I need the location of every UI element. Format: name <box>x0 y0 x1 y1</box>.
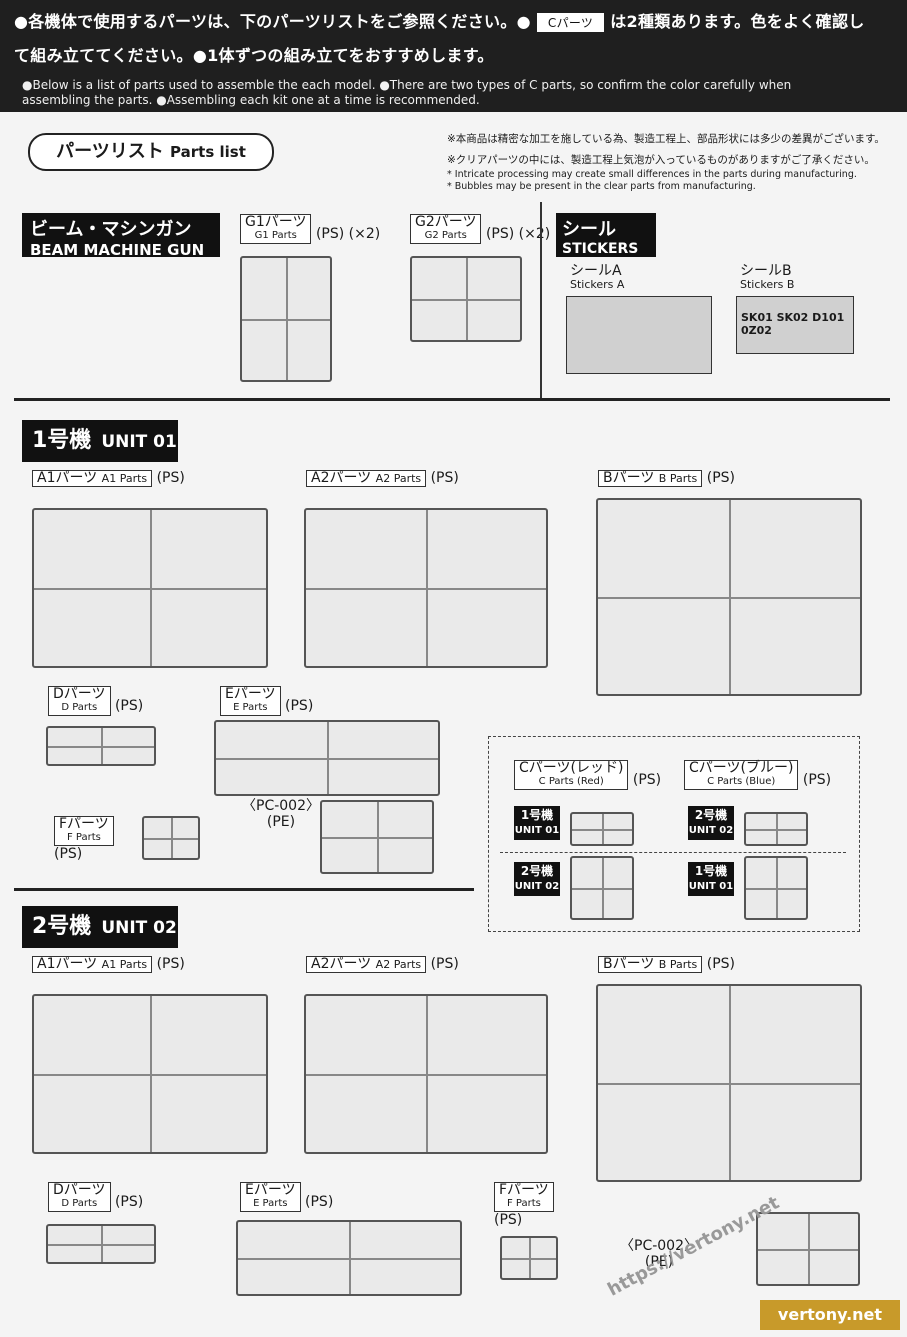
unit01-b-sprue <box>596 498 862 696</box>
unit02-a1-label: A1パーツ A1 Parts (PS) <box>32 956 185 973</box>
note-jp-1: ※本商品は精密な加工を施している為、製造工程上、部品形状には多少の差異がございま… <box>447 133 885 145</box>
unit02-a2-sprue <box>304 994 548 1154</box>
unit02-e-sprue <box>236 1220 462 1296</box>
sticker-a-label: シールA Stickers A <box>570 263 625 291</box>
parts-list-title: パーツリスト Parts list <box>28 133 274 171</box>
section-divider <box>540 202 542 398</box>
c-blue-sprue-top <box>744 812 808 846</box>
unit02-a2-label: A2パーツ A2 Parts (PS) <box>306 956 459 973</box>
unit02-pc-sprue <box>756 1212 860 1286</box>
separator-mid <box>14 888 474 891</box>
note-en-1: * Intricate processing may create small … <box>447 169 857 180</box>
unit01-d-sprue <box>46 726 156 766</box>
unit01-f-sprue <box>142 816 200 860</box>
unit02-f-sprue <box>500 1236 558 1280</box>
sticker-a-sheet <box>566 296 712 374</box>
header-jp-line1: ●各機体で使用するパーツは、下のパーツリストをご参照ください。●Cパーツは2種類… <box>14 12 865 32</box>
sticker-b-label: シールB Stickers B <box>740 263 795 291</box>
unit01-pc-sprue <box>320 800 434 874</box>
c-parts-badge: Cパーツ <box>536 13 605 32</box>
instruction-header: ●各機体で使用するパーツは、下のパーツリストをご参照ください。●Cパーツは2種類… <box>0 0 907 112</box>
unit02-b-label: Bパーツ B Parts (PS) <box>598 956 735 973</box>
c-parts-box-divider <box>500 852 846 853</box>
unit01-a1-label: A1パーツ A1 Parts (PS) <box>32 470 185 487</box>
c-parts-red-label: Cパーツ(レッド)C Parts (Red) (PS) <box>514 760 661 790</box>
c-blue-sprue-bottom <box>744 856 808 920</box>
c-parts-box <box>488 736 860 932</box>
unit01-a2-sprue <box>304 508 548 668</box>
note-en-2: * Bubbles may be present in the clear pa… <box>447 181 756 192</box>
separator-top <box>14 398 890 401</box>
header-en-line2: assembling the parts. ●Assembling each k… <box>22 93 480 107</box>
watermark-logo: vertony.net <box>760 1300 900 1330</box>
unit01-pc-label: 〈PC-002〉 (PE) <box>242 798 320 830</box>
header-en-line1: ●Below is a list of parts used to assemb… <box>22 78 792 92</box>
g2-sprue-diagram <box>410 256 522 342</box>
header-jp-line2: て組み立ててください。●1体ずつの組み立てをおすすめします。 <box>14 46 494 65</box>
unit01-e-sprue <box>214 720 440 796</box>
c-red-sprue-bottom <box>570 856 634 920</box>
unit01-a1-sprue <box>32 508 268 668</box>
unit02-pc-label: 〈PC-002〉 (PE) <box>620 1238 698 1270</box>
c-parts-blue-label: Cパーツ(ブルー)C Parts (Blue) (PS) <box>684 760 831 790</box>
note-jp-2: ※クリアパーツの中には、製造工程上気泡が入っているものがありますがご了承ください… <box>447 154 875 166</box>
g1-sprue-diagram <box>240 256 332 382</box>
unit02-b-sprue <box>596 984 862 1182</box>
unit01-a2-label: A2パーツ A2 Parts (PS) <box>306 470 459 487</box>
sticker-b-sheet: SK01 SK02 D101 0Z02 <box>736 296 854 354</box>
beam-machine-gun-title: ビーム・マシンガン BEAM MACHINE GUN <box>22 213 220 259</box>
c-red-sprue-top <box>570 812 634 846</box>
unit01-b-label: Bパーツ B Parts (PS) <box>598 470 735 487</box>
stickers-title: シール STICKERS <box>556 213 656 257</box>
unit02-a1-sprue <box>32 994 268 1154</box>
unit02-d-sprue <box>46 1224 156 1264</box>
